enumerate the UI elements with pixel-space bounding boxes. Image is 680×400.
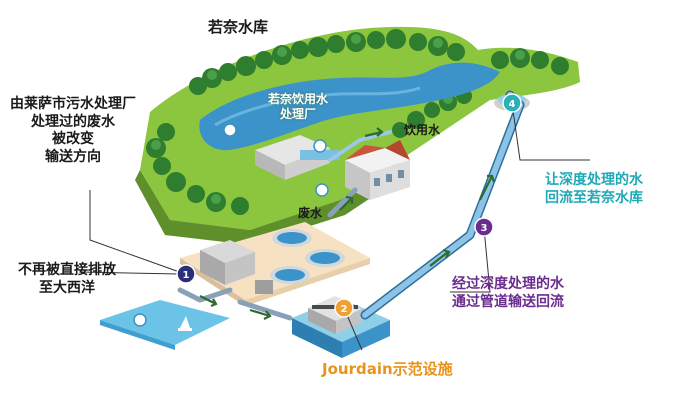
step-badge-4: 4 (502, 93, 522, 113)
jourdain-facility (292, 296, 390, 358)
lake-highlight (214, 86, 421, 127)
redirect-label: 由莱萨市污水处理厂 处理过的废水 被改变 输送方向 (10, 96, 136, 166)
step-badge-2: 2 (334, 298, 354, 318)
no-discharge-line1: 不再被直接排放 (18, 262, 116, 278)
redirect-line4: 输送方向 (45, 148, 101, 165)
pipeline-line2: 通过管道输送回流 (452, 293, 564, 310)
drinking-water-label: 饮用水 (404, 123, 441, 137)
tree-highlights (151, 34, 525, 204)
no-discharge-line2: 至大西洋 (39, 279, 95, 296)
wastewater-plant (180, 222, 370, 306)
return-flow-line2: 回流至若奈水库 (545, 189, 643, 206)
pipeline-line1: 经过深度处理的水 (452, 276, 564, 292)
svg-text:4: 4 (509, 99, 516, 110)
no-discharge-label: 不再被直接排放 至大西洋 (18, 262, 116, 297)
svg-text:3: 3 (481, 223, 488, 234)
return-flow-line1: 让深度处理的水 (545, 172, 643, 188)
jourdain-label: Jourdain示范设施 (322, 360, 453, 378)
plant-to-jourdain-pipe (237, 299, 293, 321)
atlantic-ocean (100, 300, 230, 350)
reservoir-label: 若奈水库 (208, 18, 269, 36)
redirect-line3: 被改变 (52, 131, 94, 147)
flow-arrows (199, 127, 496, 320)
wastewater-pipe (327, 187, 358, 218)
leader-lines (79, 102, 590, 351)
step-badge-1: 1 (176, 264, 196, 284)
reservoir-lake (199, 62, 500, 151)
step-badge-3: 3 (474, 217, 494, 237)
redirect-line1: 由莱萨市污水处理厂 (10, 96, 136, 112)
return-flow-label: 让深度处理的水 回流至若奈水库 (545, 172, 643, 207)
drinking-water-plant (255, 135, 410, 200)
svg-text:1: 1 (183, 270, 190, 281)
plant-label: 若奈饮用水 处理厂 (268, 92, 328, 122)
plant-label-line2: 处理厂 (280, 107, 317, 121)
wastewater-label: 废水 (298, 206, 323, 220)
redirect-line2: 处理过的废水 (31, 113, 115, 130)
plant-label-line1: 若奈饮用水 (268, 92, 329, 106)
water-markers (133, 123, 329, 327)
svg-text:2: 2 (341, 304, 348, 315)
trees (146, 29, 569, 215)
pipeline-label: 经过深度处理的水 通过管道输送回流 (452, 276, 564, 311)
discharge-pipe (177, 287, 233, 303)
